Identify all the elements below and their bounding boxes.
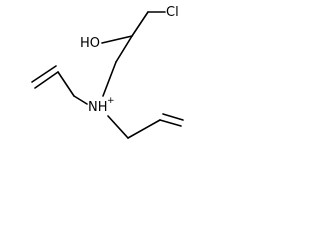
bond-n-right-ch2 xyxy=(107,115,129,139)
bond-right-ch-ch2-double xyxy=(162,113,184,121)
chlorine-atom-label: Cl xyxy=(166,5,179,20)
bond-choh-oh xyxy=(101,35,133,44)
bond-left-ch-ch2-double xyxy=(31,65,57,83)
bond-left-ch-ch2-single xyxy=(34,71,59,89)
bond-n-left-ch2 xyxy=(73,95,88,105)
nitrogen-atom-label: NH xyxy=(88,100,108,115)
bond-ch2-chcl xyxy=(131,11,149,37)
chemical-structure-diagram: Cl HO NH + xyxy=(31,5,184,139)
bond-ch2-n xyxy=(102,61,117,97)
bond-left-ch2-ch xyxy=(57,71,75,97)
bond-right-ch2-ch xyxy=(127,119,161,139)
positive-charge-label: + xyxy=(107,96,115,106)
hydroxyl-atom-label: HO xyxy=(80,36,100,51)
bond-choh-ch2n xyxy=(115,35,133,63)
bond-right-ch-ch2-single xyxy=(159,119,182,127)
